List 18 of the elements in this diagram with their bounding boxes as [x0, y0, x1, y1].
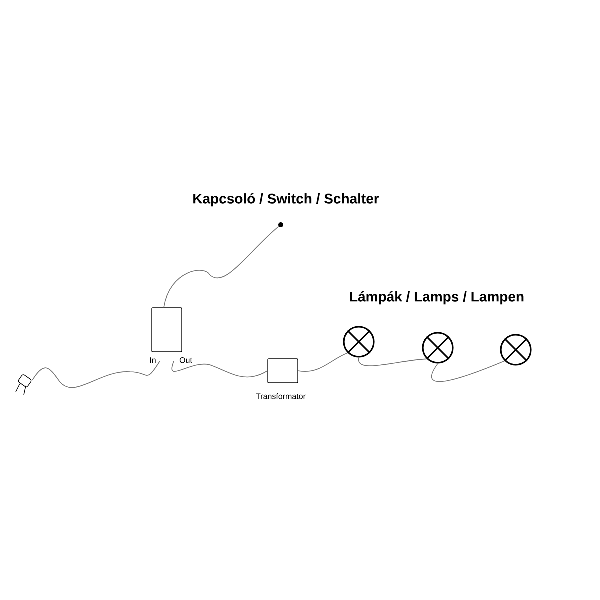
wire [358, 357, 428, 366]
heading: Kapcsoló / Switch / Schalter [194, 193, 380, 207]
plug-drawing [16, 374, 32, 396]
switch-box [152, 308, 182, 352]
heading: Lámpák / Lamps / Lampen [350, 291, 524, 305]
lamp-symbol [500, 334, 532, 366]
wire [32, 360, 160, 388]
push-button [278, 222, 284, 228]
side-label: In [150, 358, 156, 364]
lamp-symbol [343, 326, 375, 358]
wire [431, 360, 506, 382]
side-label: Transformator [256, 393, 306, 400]
lamp-symbol [422, 332, 454, 364]
wire [164, 226, 280, 308]
wire [298, 352, 348, 372]
side-label: Out [180, 358, 192, 364]
transformer-box [268, 358, 298, 384]
wire [172, 360, 268, 378]
